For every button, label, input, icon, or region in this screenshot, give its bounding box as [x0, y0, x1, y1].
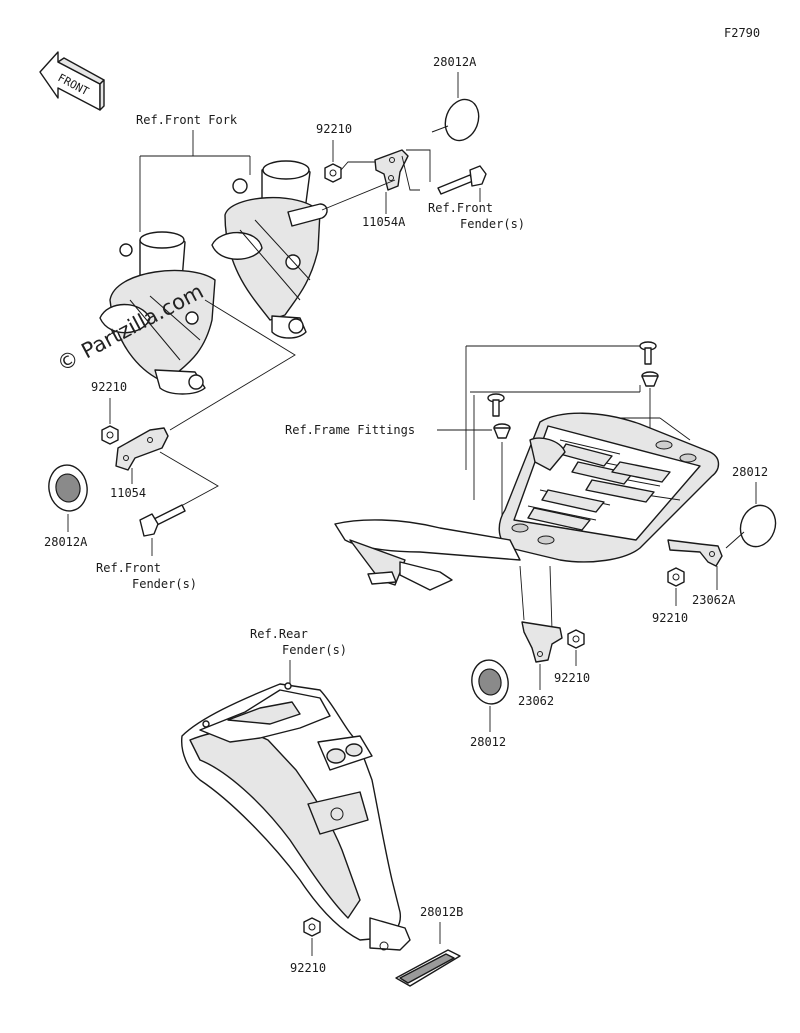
- figure-code: F2790: [724, 26, 760, 40]
- bolt-left: [139, 504, 186, 537]
- nut-92210-top: [324, 163, 342, 183]
- label-23062A: 23062A: [692, 593, 736, 607]
- screw-1: [639, 341, 657, 365]
- label-28012-right: 28012: [732, 465, 768, 479]
- bracket-11054: [115, 427, 169, 471]
- ref-front-fender-2a: Ref.Front: [96, 561, 161, 575]
- label-92210-right: 92210: [652, 611, 688, 625]
- rear-rack: [334, 412, 720, 591]
- bolt-top: [437, 165, 487, 195]
- screw-4: [493, 423, 511, 439]
- ref-front-fender-2b: Fender(s): [132, 577, 197, 591]
- nut-92210-left: [101, 425, 119, 445]
- label-92210-bottom: 92210: [290, 961, 326, 975]
- label-28012A-left: 28012A: [44, 535, 88, 549]
- nut-92210-right: [667, 567, 685, 587]
- label-11054: 11054: [110, 486, 146, 500]
- ref-front-fender-1b: Fender(s): [460, 217, 525, 231]
- reflector-28012-mid: [471, 659, 509, 705]
- rear-fender: [181, 682, 411, 951]
- ref-rear-fender-b: Fender(s): [282, 643, 347, 657]
- reflector-28012A-left: [48, 464, 88, 512]
- front-arrow-icon: FRONT: [39, 51, 105, 111]
- label-23062: 23062: [518, 694, 554, 708]
- label-28012B: 28012B: [420, 905, 463, 919]
- label-28012A-top: 28012A: [433, 55, 477, 69]
- label-92210-left: 92210: [91, 380, 127, 394]
- reflector-28012B: [395, 949, 461, 987]
- reflector-28012-right: [725, 504, 777, 549]
- front-fork-drawing: [99, 160, 328, 395]
- bracket-23062A: [667, 539, 723, 567]
- label-28012-mid: 28012: [470, 735, 506, 749]
- screw-3: [487, 393, 505, 417]
- nut-92210-bottom: [303, 917, 321, 937]
- nut-92210-mid: [567, 629, 585, 649]
- ref-rear-fender-a: Ref.Rear: [250, 627, 308, 641]
- reflector-28012A-top: [431, 98, 480, 142]
- label-92210-top: 92210: [316, 122, 352, 136]
- ref-frame-fittings: Ref.Frame Fittings: [285, 423, 415, 437]
- bracket-11054A: [374, 149, 409, 191]
- screw-2: [641, 371, 659, 387]
- ref-front-fork-label: Ref.Front Fork: [136, 113, 238, 127]
- label-92210-mid: 92210: [554, 671, 590, 685]
- bracket-23062: [521, 621, 563, 663]
- label-11054A: 11054A: [362, 215, 406, 229]
- ref-front-fender-1a: Ref.Front: [428, 201, 493, 215]
